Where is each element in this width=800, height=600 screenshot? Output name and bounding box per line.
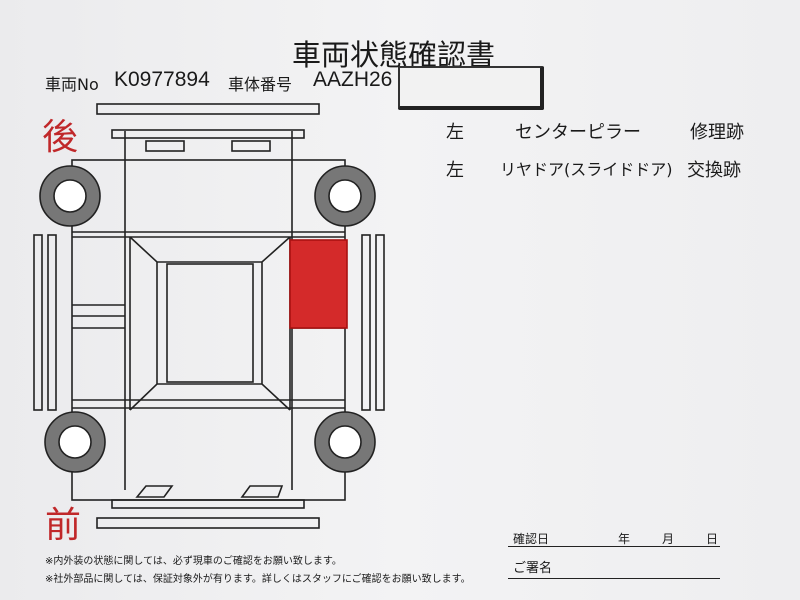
wheel-front-right — [314, 411, 376, 473]
rear-label: 後 — [42, 117, 79, 158]
wheel-front-left — [44, 411, 106, 473]
note-2: ※社外部品に関しては、保証対象外が有ります。詳しくはスタッフにご確認をお願い致し… — [45, 574, 471, 585]
day-label: 日 — [706, 532, 719, 546]
year-label: 年 — [618, 532, 631, 546]
wheel-rear-left — [39, 165, 101, 227]
signature-line — [508, 578, 720, 579]
remark-1-side: 左 — [446, 122, 464, 143]
signature-label: ご署名 — [513, 561, 553, 576]
remark-2-type: 交換跡 — [687, 160, 741, 181]
front-label: 前 — [45, 505, 82, 546]
remark-2-side: 左 — [446, 160, 464, 181]
date-line — [508, 546, 720, 547]
note-1: ※内外装の状態に関しては、必ず現車のご確認をお願い致します。 — [45, 556, 342, 567]
damaged-area-left-rear-door — [289, 239, 348, 329]
chassis-label: 車体番号 — [228, 75, 293, 94]
chassis-value: AAZH26 — [313, 68, 393, 91]
confirm-date-label: 確認日 — [513, 532, 550, 546]
wheel-rear-right — [314, 165, 376, 227]
redaction-sticker — [398, 66, 544, 110]
remark-1-part: センターピラー — [515, 122, 641, 143]
vehicle-no-label: 車両No — [45, 75, 99, 94]
month-label: 月 — [662, 532, 675, 546]
remark-2-part: リヤドア(スライドドア) — [500, 160, 673, 179]
remark-1-type: 修理跡 — [690, 122, 744, 143]
vehicle-no-value: K0977894 — [114, 68, 210, 91]
